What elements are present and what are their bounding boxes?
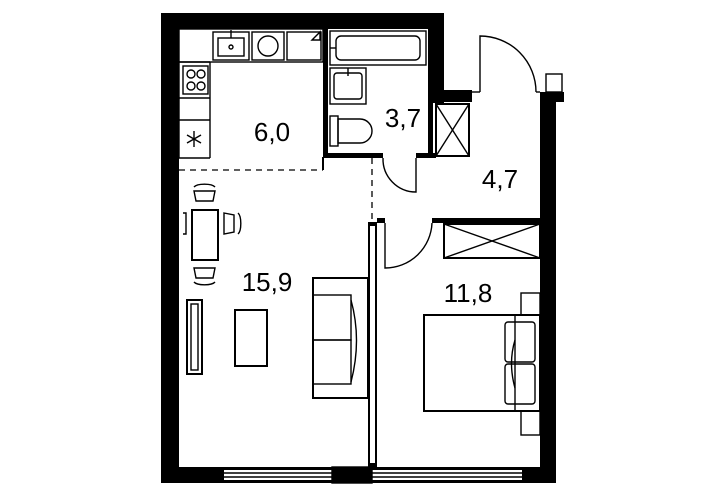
stove-icon [182, 65, 209, 95]
coffee-table [234, 309, 268, 367]
sofa-icon [312, 277, 369, 399]
fridge-icon [186, 131, 202, 147]
bottom-windows [224, 466, 522, 484]
bathroom-area-label: 3,7 [385, 103, 421, 133]
dining-set [183, 183, 242, 286]
bedroom-wardrobe [443, 223, 541, 259]
bedroom-area-label: 11,8 [444, 278, 493, 308]
hallway-wardrobe [435, 103, 470, 157]
kitchen-area-label: 6,0 [254, 117, 290, 147]
living-furniture [186, 277, 369, 399]
hallway-area-label: 4,7 [482, 164, 518, 194]
washing-machine-icon [251, 31, 285, 61]
living-room-area-label: 15,9 [242, 267, 293, 297]
toilet-icon [329, 115, 373, 147]
room-labels: 6,0 3,7 4,7 15,9 11,8 [242, 103, 518, 308]
bedroom-furniture [423, 223, 541, 436]
bedroom-door [384, 222, 433, 269]
kitchen-units [178, 28, 324, 159]
bathroom-door [382, 157, 417, 193]
interior-walls [179, 29, 540, 467]
entrance-door [472, 35, 563, 93]
bathroom-fixtures [329, 30, 427, 147]
tv-stand [186, 299, 203, 375]
bed-icon [423, 314, 541, 412]
dining-table [191, 209, 219, 261]
